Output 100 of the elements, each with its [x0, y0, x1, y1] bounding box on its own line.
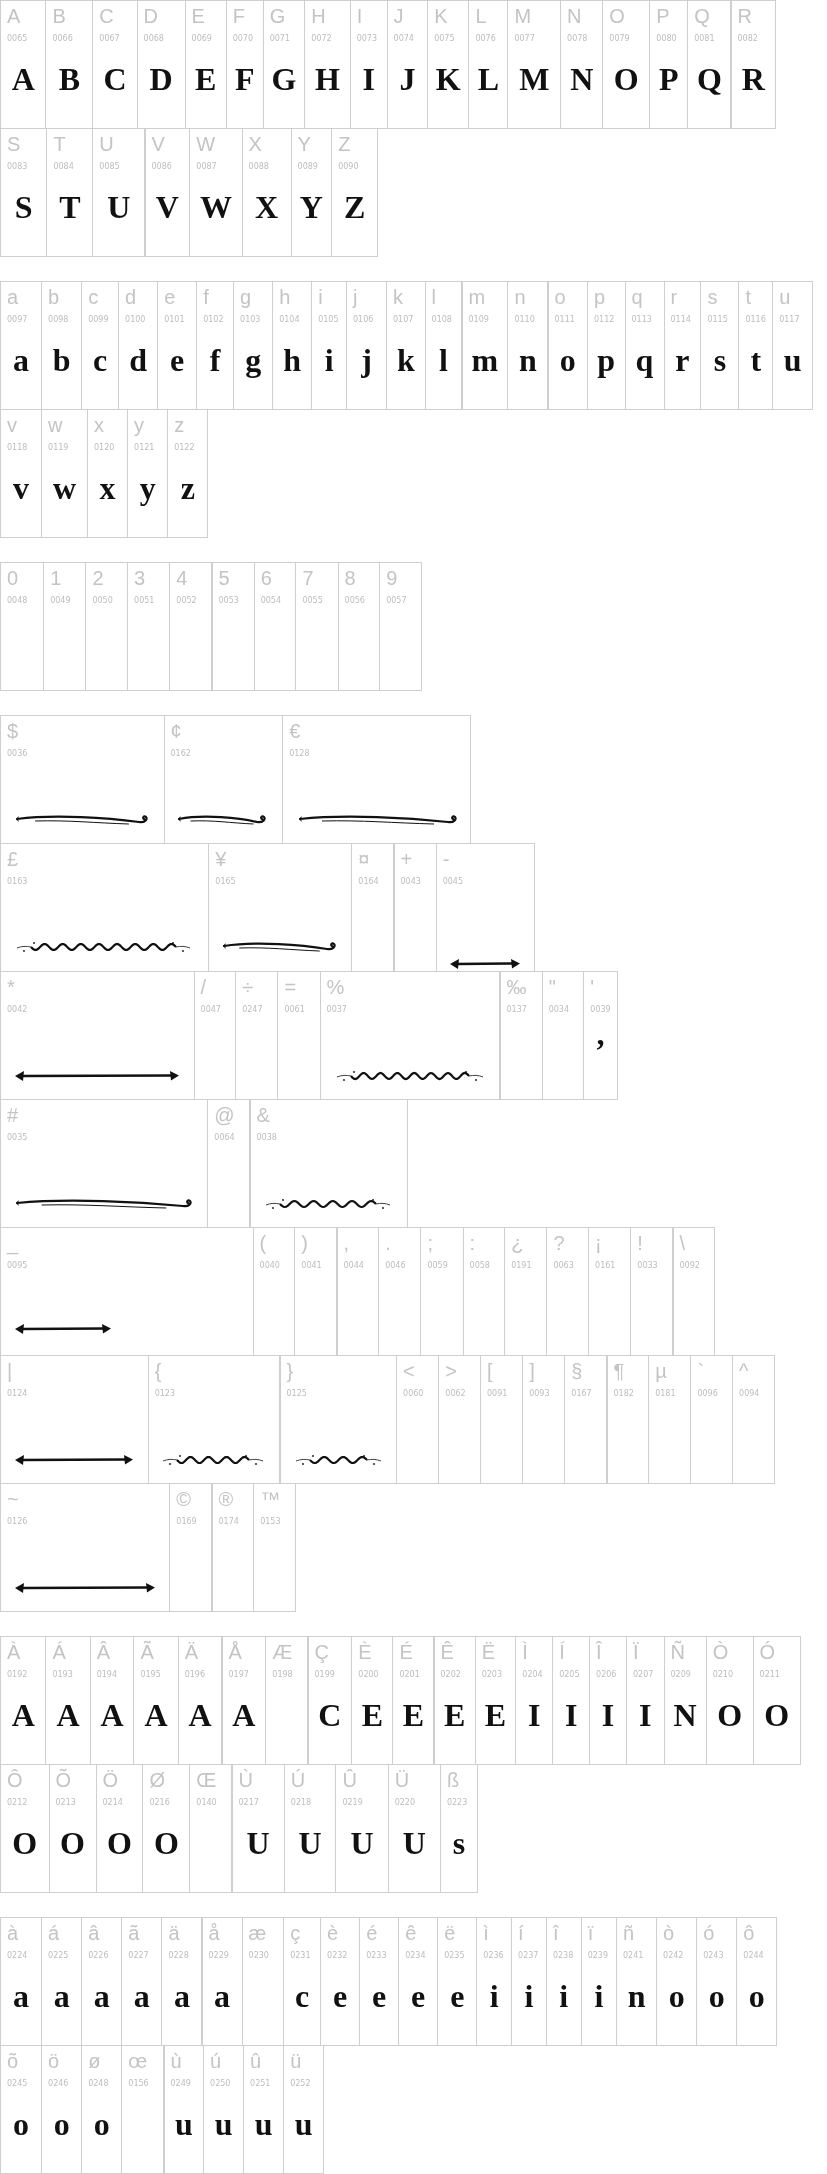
character-cell: [161, 1917, 203, 2046]
glyph-sample: C: [103, 61, 127, 97]
character-cell: [736, 1917, 778, 2046]
character-code: 0100: [125, 315, 146, 325]
character-code: 0125: [286, 1389, 307, 1399]
character-cell: [515, 1636, 554, 1765]
glyph-sample: I: [601, 1697, 615, 1733]
character-label: 9: [386, 566, 398, 590]
glyph-sample: G: [271, 61, 297, 97]
character-label: n: [514, 285, 526, 309]
character-label: ;: [427, 1231, 433, 1255]
character-code: 0099: [88, 315, 109, 325]
character-cell: [626, 1636, 665, 1765]
character-code: 0237: [518, 1951, 539, 1961]
character-cell: [233, 281, 274, 410]
character-cell: [92, 128, 146, 257]
glyph-sample: b: [52, 342, 71, 378]
glyph-sample: I: [362, 61, 375, 97]
character-label: ç: [290, 1921, 301, 1945]
character-cell: [177, 1636, 223, 1765]
character-cell: [379, 562, 423, 691]
character-label: Ì: [522, 1640, 528, 1664]
character-cell: [587, 281, 626, 410]
glyph-sample: X: [255, 189, 279, 225]
glyph-sample: M: [519, 61, 550, 97]
glyph-sample: U: [298, 1825, 322, 1861]
glyph-sample: u: [174, 2106, 193, 2142]
character-code: 0110: [514, 315, 535, 325]
glyph-sample: E: [443, 1697, 466, 1733]
character-label: ê: [405, 1921, 417, 1945]
character-code: 0056: [344, 596, 365, 606]
glyph-sample: i: [594, 1978, 604, 2014]
character-code: 0085: [99, 162, 120, 172]
character-label: v: [7, 413, 17, 437]
glyph-sample: u: [254, 2106, 273, 2142]
character-code: 0064: [214, 1133, 235, 1143]
character-label: è: [327, 1921, 339, 1945]
character-cell: [0, 128, 48, 257]
glyph-sample: t: [750, 342, 762, 378]
character-cell: [690, 1355, 734, 1484]
character-code: 0197: [228, 1670, 249, 1680]
character-code: 0067: [99, 34, 120, 44]
character-code: 0047: [200, 1005, 221, 1015]
character-code: 0243: [703, 1951, 724, 1961]
character-cell: [337, 562, 381, 691]
character-code: 0053: [218, 596, 239, 606]
character-label: +: [400, 847, 413, 871]
character-code: 0153: [260, 1517, 281, 1527]
character-code: 0224: [7, 1951, 28, 1961]
character-code: 0233: [366, 1951, 387, 1961]
character-label: Â: [96, 1640, 111, 1664]
character-cell: [392, 1636, 435, 1765]
character-label: â: [88, 1921, 100, 1945]
character-code: 0077: [514, 34, 535, 44]
glyph-sample: x: [99, 470, 116, 506]
glyph-sample: O: [107, 1825, 132, 1861]
character-cell: [359, 1917, 400, 2046]
character-cell: [320, 1917, 361, 2046]
character-label: í: [518, 1921, 524, 1945]
character-cell: [672, 1227, 716, 1356]
character-label: Í: [559, 1640, 565, 1664]
character-label: ô: [743, 1921, 755, 1945]
glyph-sample: O: [613, 61, 639, 97]
character-label: =: [284, 975, 297, 999]
character-code: 0058: [469, 1261, 490, 1271]
glyph-sample: H: [315, 61, 340, 97]
character-code: 0096: [697, 1389, 718, 1399]
character-cell: [386, 0, 429, 129]
glyph-sample: a: [13, 342, 30, 378]
character-label: I: [356, 4, 363, 28]
glyph-sample: a: [53, 1978, 70, 2014]
glyph-sample: O: [153, 1825, 179, 1861]
character-label: 4: [176, 566, 188, 590]
glyph-sample: J: [399, 61, 416, 97]
glyph-sample: a: [173, 1978, 190, 2014]
character-code: 0251: [250, 2079, 271, 2089]
glyph-sample: Q: [696, 61, 722, 97]
character-code: 0062: [445, 1389, 466, 1399]
character-code: 0128: [289, 749, 310, 759]
character-label: H: [311, 4, 326, 28]
character-cell: [606, 1355, 650, 1484]
character-cell: [196, 281, 235, 410]
character-label: 2: [92, 566, 104, 590]
character-label: È: [358, 1640, 372, 1664]
glyph-sample: I: [639, 1697, 652, 1733]
character-code: 0248: [88, 2079, 109, 2089]
character-label: J: [393, 4, 404, 28]
character-label: ë: [444, 1921, 456, 1945]
character-label: d: [125, 285, 137, 309]
character-label: U: [99, 132, 114, 156]
character-label: Ø: [149, 1768, 165, 1792]
character-label: e: [164, 285, 176, 309]
character-cell: [283, 2045, 325, 2174]
character-code: 0162: [170, 749, 191, 759]
character-cell: [398, 1917, 439, 2046]
glyph-sample: U: [350, 1825, 374, 1861]
character-label: ?: [553, 1231, 565, 1255]
character-cell: [630, 1227, 674, 1356]
character-label: \: [679, 1231, 686, 1255]
character-cell: [507, 0, 562, 129]
